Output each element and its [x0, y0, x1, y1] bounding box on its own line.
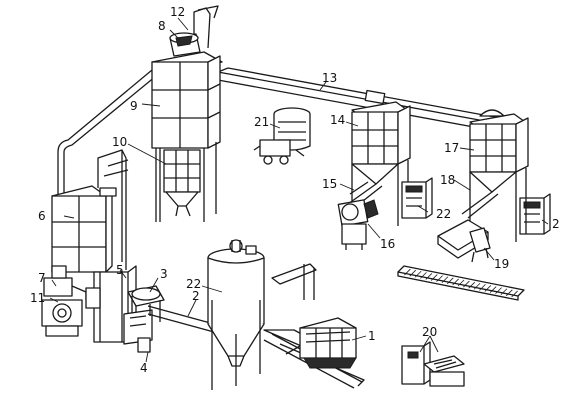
- roller-conveyor: [397, 265, 525, 301]
- bin-10: [163, 149, 201, 217]
- label-15: 15: [322, 177, 337, 191]
- control-desk-20: [401, 341, 465, 387]
- label-1: 1: [368, 329, 376, 343]
- callout-labels: 12 8 9 10 6 7 11 5 3 2 4 22 1 13 21 14 1…: [30, 5, 560, 375]
- roller-slat: [420, 272, 427, 279]
- roller-slat: [441, 276, 449, 284]
- feeder-15-16: [337, 181, 383, 250]
- roller-slat: [479, 284, 486, 291]
- roller-slat: [468, 281, 476, 289]
- label-13: 13: [322, 71, 337, 85]
- roller-slat: [404, 268, 411, 276]
- roller-slat: [452, 278, 459, 286]
- tower-17: [469, 113, 529, 242]
- label-9: 9: [130, 99, 138, 113]
- block-machine-1: [285, 317, 357, 369]
- feed-unit-7-11: [41, 265, 101, 337]
- tower-6: [51, 149, 129, 273]
- label-14: 14: [330, 113, 345, 127]
- control-cabinet-22: [401, 177, 433, 219]
- label-20: 20: [422, 325, 437, 339]
- label-10: 10: [112, 135, 127, 149]
- conveying-pipe-left: [57, 69, 157, 196]
- label-2-right: 2: [552, 217, 560, 231]
- silo-22: [207, 239, 265, 390]
- mixer-3: [123, 285, 165, 353]
- label-22-cabinet: 22: [436, 207, 451, 221]
- label-16: 16: [380, 237, 395, 251]
- label-18: 18: [440, 173, 455, 187]
- cyclone-8-12: [169, 5, 219, 57]
- label-11: 11: [30, 291, 45, 305]
- label-6: 6: [38, 209, 46, 223]
- cooling-tower-21: [253, 107, 311, 165]
- conveyor-2-left: [147, 304, 215, 334]
- roller-slat: [436, 275, 443, 282]
- roller-slat: [446, 277, 454, 285]
- label-19: 19: [494, 257, 509, 271]
- label-17: 17: [444, 141, 459, 155]
- leader-lines: [49, 17, 549, 363]
- label-2-left: 2: [192, 289, 200, 303]
- tower-9: [151, 51, 223, 222]
- label-3: 3: [160, 267, 168, 281]
- roller-conveyor-slats: [404, 268, 518, 298]
- roller-slat: [425, 273, 433, 280]
- roller-slat: [505, 289, 513, 297]
- label-22-silo: 22: [186, 277, 201, 291]
- label-8: 8: [158, 19, 166, 33]
- control-cabinet-2: [519, 193, 551, 235]
- feeder-18-19: [437, 191, 499, 263]
- roller-slat: [511, 290, 518, 298]
- roller-slat: [430, 274, 438, 281]
- roller-slat: [484, 285, 492, 292]
- label-4: 4: [140, 361, 148, 375]
- roller-slat: [457, 279, 465, 287]
- tower-14: [351, 101, 411, 226]
- roller-slat: [463, 280, 470, 288]
- roller-slat: [414, 270, 422, 278]
- roller-slat: [473, 282, 481, 290]
- roller-slat: [500, 288, 508, 296]
- label-5: 5: [116, 263, 124, 277]
- label-21: 21: [254, 115, 269, 129]
- label-7: 7: [38, 271, 46, 285]
- roller-slat: [409, 269, 417, 277]
- roller-slat: [495, 287, 502, 294]
- label-12: 12: [170, 5, 185, 19]
- roller-slat: [489, 286, 497, 293]
